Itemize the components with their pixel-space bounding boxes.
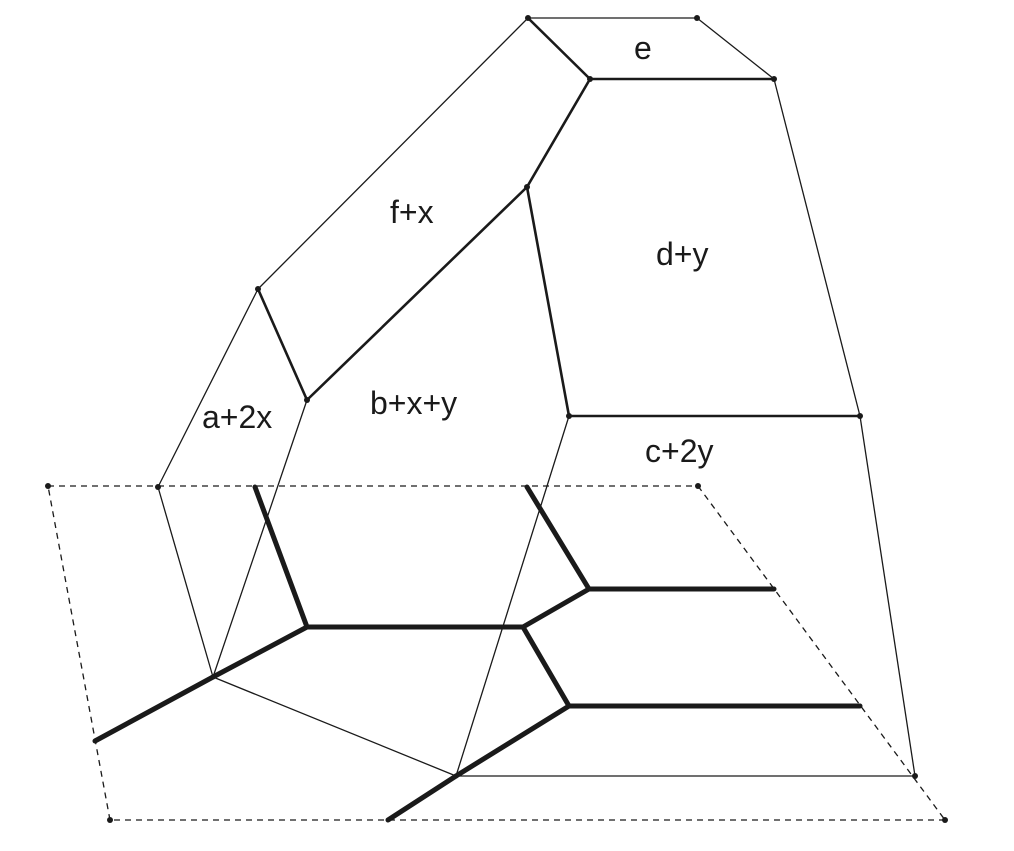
label-f-plus-x: f+x [390,194,434,230]
medium-edges [256,16,862,418]
label-e: e [634,30,652,66]
label-d-plus-y: d+y [656,236,709,272]
label-a-plus-2x: a+2x [202,399,273,435]
vertex-dots [45,15,948,823]
tropical-curve [92,484,863,823]
thin-edges [157,17,916,777]
label-b-plus-x-plus-y: b+x+y [370,385,458,421]
base-plane [47,485,946,821]
label-c-plus-2y: c+2y [645,433,714,469]
